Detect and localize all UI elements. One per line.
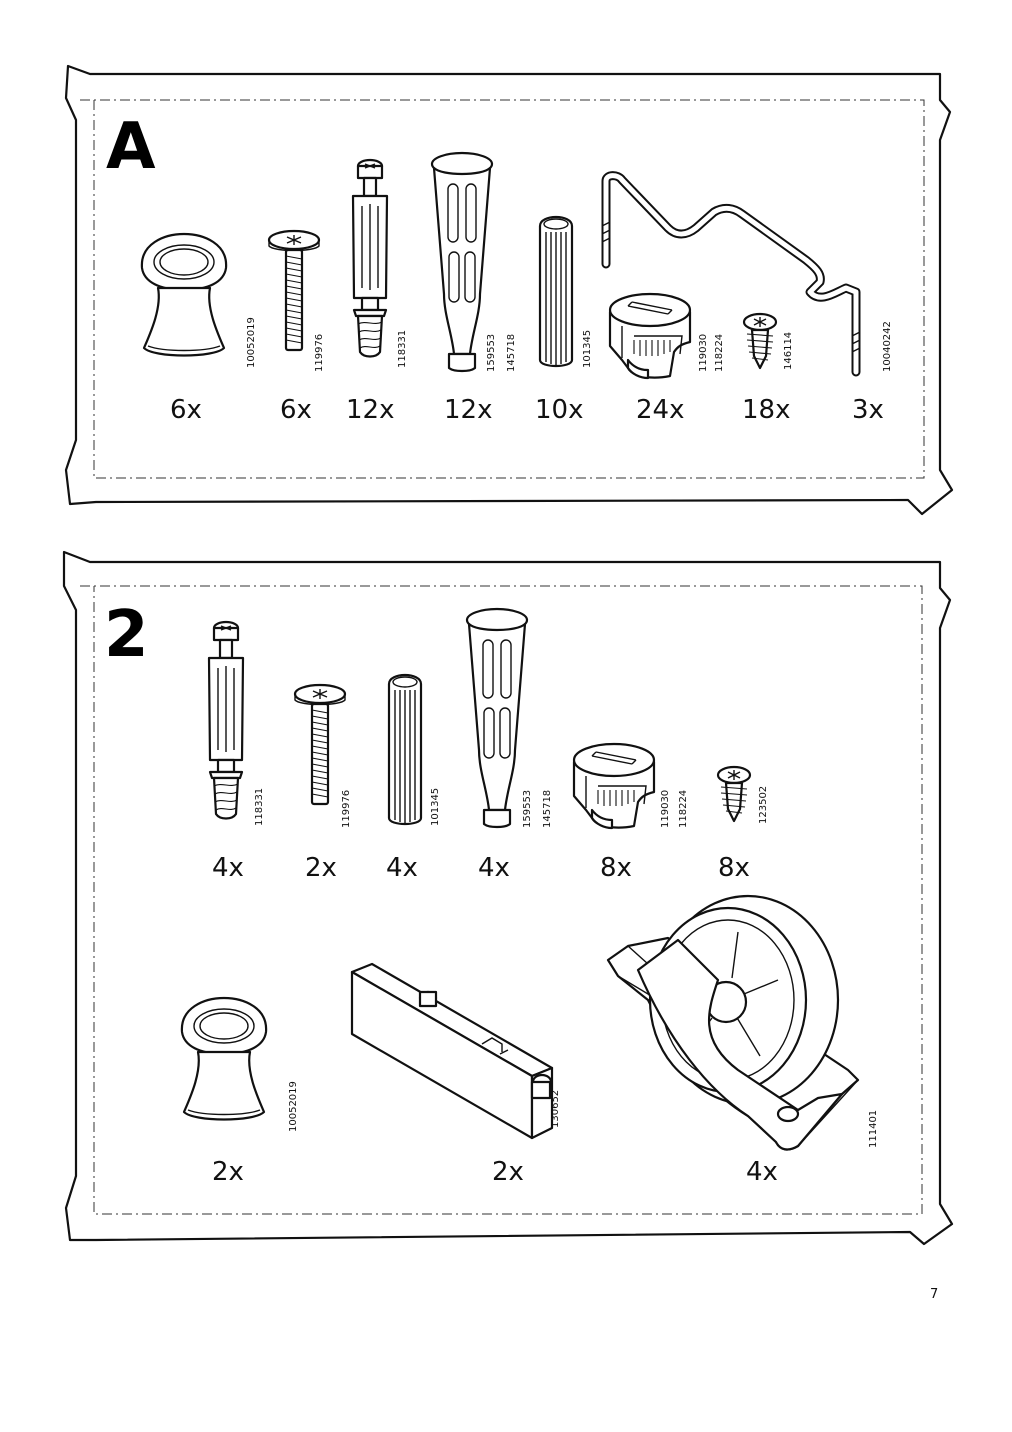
- code: 119030: [698, 334, 709, 372]
- code: 101345: [582, 330, 593, 368]
- item-cam-lock: 119030 118224 8x: [572, 742, 689, 883]
- code: 118224: [714, 334, 725, 372]
- quantity: 8x: [718, 853, 750, 883]
- code: 145718: [506, 334, 517, 372]
- code: 159553: [486, 334, 497, 372]
- item-knob: 10052019 6x: [140, 232, 257, 425]
- item-plastic-dowel: 159553 145718 4x: [465, 607, 553, 883]
- code: 118224: [678, 790, 689, 828]
- quantity: 6x: [280, 395, 312, 425]
- item-wire-rod: 10040242 3x: [602, 176, 893, 425]
- wood-dowel-icon: [387, 673, 423, 826]
- code: 10052019: [288, 1081, 299, 1132]
- item-cam-bolt: 118331 12x: [346, 158, 408, 425]
- code: 111401: [868, 1110, 879, 1148]
- code: 159553: [522, 790, 533, 828]
- code: 10040242: [882, 321, 893, 372]
- code: 119976: [314, 334, 325, 372]
- quantity: 10x: [535, 395, 583, 425]
- item-small-screw: 146114 18x: [742, 312, 794, 425]
- code: 145718: [542, 790, 553, 828]
- panel-2-label: 2: [104, 598, 149, 672]
- code: 146114: [783, 332, 794, 370]
- quantity: 2x: [492, 1157, 524, 1187]
- quantity: 12x: [444, 395, 492, 425]
- wood-dowel-icon: [538, 215, 574, 368]
- item-castor-wheel: 111401 4x: [606, 894, 879, 1187]
- item-cam-lock: 119030 118224 24x: [608, 292, 725, 425]
- quantity: 2x: [305, 853, 337, 883]
- quantity: 4x: [478, 853, 510, 883]
- panel-a-label: A: [106, 110, 156, 184]
- item-drawer-stop: 130652 2x: [350, 962, 561, 1187]
- quantity: 8x: [600, 853, 632, 883]
- code: 101345: [430, 788, 441, 826]
- quantity: 12x: [346, 395, 394, 425]
- quantity: 24x: [636, 395, 684, 425]
- code: 130652: [550, 1090, 561, 1128]
- quantity: 4x: [212, 853, 244, 883]
- item-wood-dowel: 101345 10x: [535, 215, 593, 425]
- panel-a: A 10052019 6x 119976 6x 118331 12x 15955…: [64, 64, 954, 516]
- panel-2: 2 118331 4x 119976 2x 101345 4x 159553 1…: [62, 550, 954, 1246]
- code: 10052019: [246, 317, 257, 368]
- quantity: 18x: [742, 395, 790, 425]
- code: 118331: [397, 330, 408, 368]
- page-number: 7: [930, 1287, 938, 1302]
- quantity: 6x: [170, 395, 202, 425]
- item-knob: 10052019 2x: [180, 996, 299, 1187]
- item-cam-bolt: 118331 4x: [207, 620, 265, 883]
- item-wood-dowel: 101345 4x: [386, 673, 441, 883]
- item-screw: 119976 2x: [293, 683, 352, 883]
- code: 118331: [254, 788, 265, 826]
- quantity: 4x: [386, 853, 418, 883]
- quantity: 4x: [746, 1157, 778, 1187]
- item-screw: 119976 6x: [267, 229, 325, 425]
- code: 119030: [660, 790, 671, 828]
- item-plastic-dowel: 159553 145718 12x: [430, 151, 517, 425]
- code: 123502: [758, 786, 769, 824]
- quantity: 2x: [212, 1157, 244, 1187]
- quantity: 3x: [852, 395, 884, 425]
- code: 119976: [341, 790, 352, 828]
- item-small-screw: 123502 8x: [716, 765, 769, 883]
